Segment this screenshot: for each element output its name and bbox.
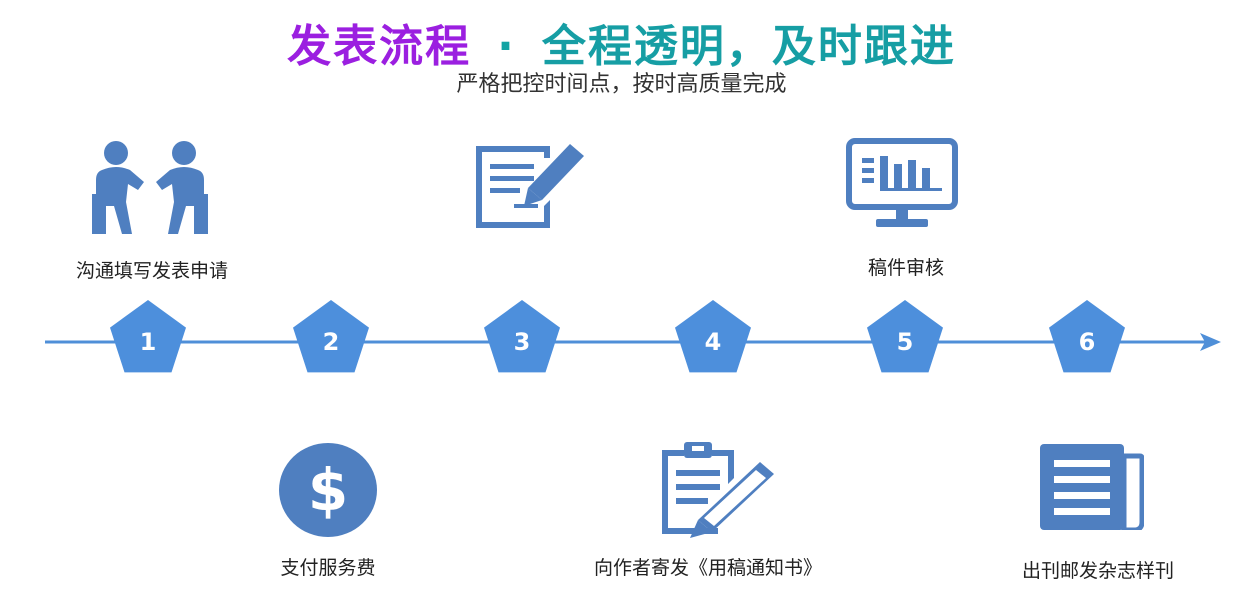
step-5-pentagon <box>867 300 943 373</box>
step-4-pentagon <box>675 300 751 373</box>
step-4-label: 向作者寄发《用稿通知书》 <box>593 557 823 579</box>
title-part-1: 发表流程 <box>287 21 472 72</box>
form-writing-icon <box>476 144 584 228</box>
page-subtitle: 严格把控时间点，按时高质量完成 <box>456 72 787 97</box>
newspaper-icon <box>1040 444 1144 530</box>
step-5-label: 稿件审核 <box>867 257 945 279</box>
step-2-label: 支付服务费 <box>280 557 376 579</box>
step-6-pentagon <box>1049 300 1125 373</box>
dollar-coin-icon: $ <box>279 443 377 537</box>
step-1-number: 1 <box>140 328 157 356</box>
step-5-number: 5 <box>897 328 914 356</box>
monitor-chart-icon <box>846 138 958 227</box>
step-2-pentagon <box>293 300 369 373</box>
step-2-number: 2 <box>323 328 340 356</box>
timeline-arrow-icon <box>1200 333 1221 351</box>
step-3-pentagon <box>484 300 560 373</box>
step-3-number: 3 <box>514 328 531 356</box>
step-6-label: 出刊邮发杂志样刊 <box>1021 560 1175 582</box>
step-4-number: 4 <box>705 328 722 356</box>
clipboard-pen-icon <box>662 442 774 538</box>
step-6-number: 6 <box>1079 328 1096 356</box>
step-1-label: 沟通填写发表申请 <box>75 260 229 282</box>
title-part-2: 全程透明，及时跟进 <box>541 21 956 72</box>
page-title: 发表流程 · 全程透明，及时跟进 <box>0 10 1243 74</box>
consultation-icon <box>92 141 208 234</box>
svg-text:$: $ <box>308 456 348 524</box>
title-separator: · <box>497 21 516 72</box>
step-1-pentagon <box>110 300 186 373</box>
